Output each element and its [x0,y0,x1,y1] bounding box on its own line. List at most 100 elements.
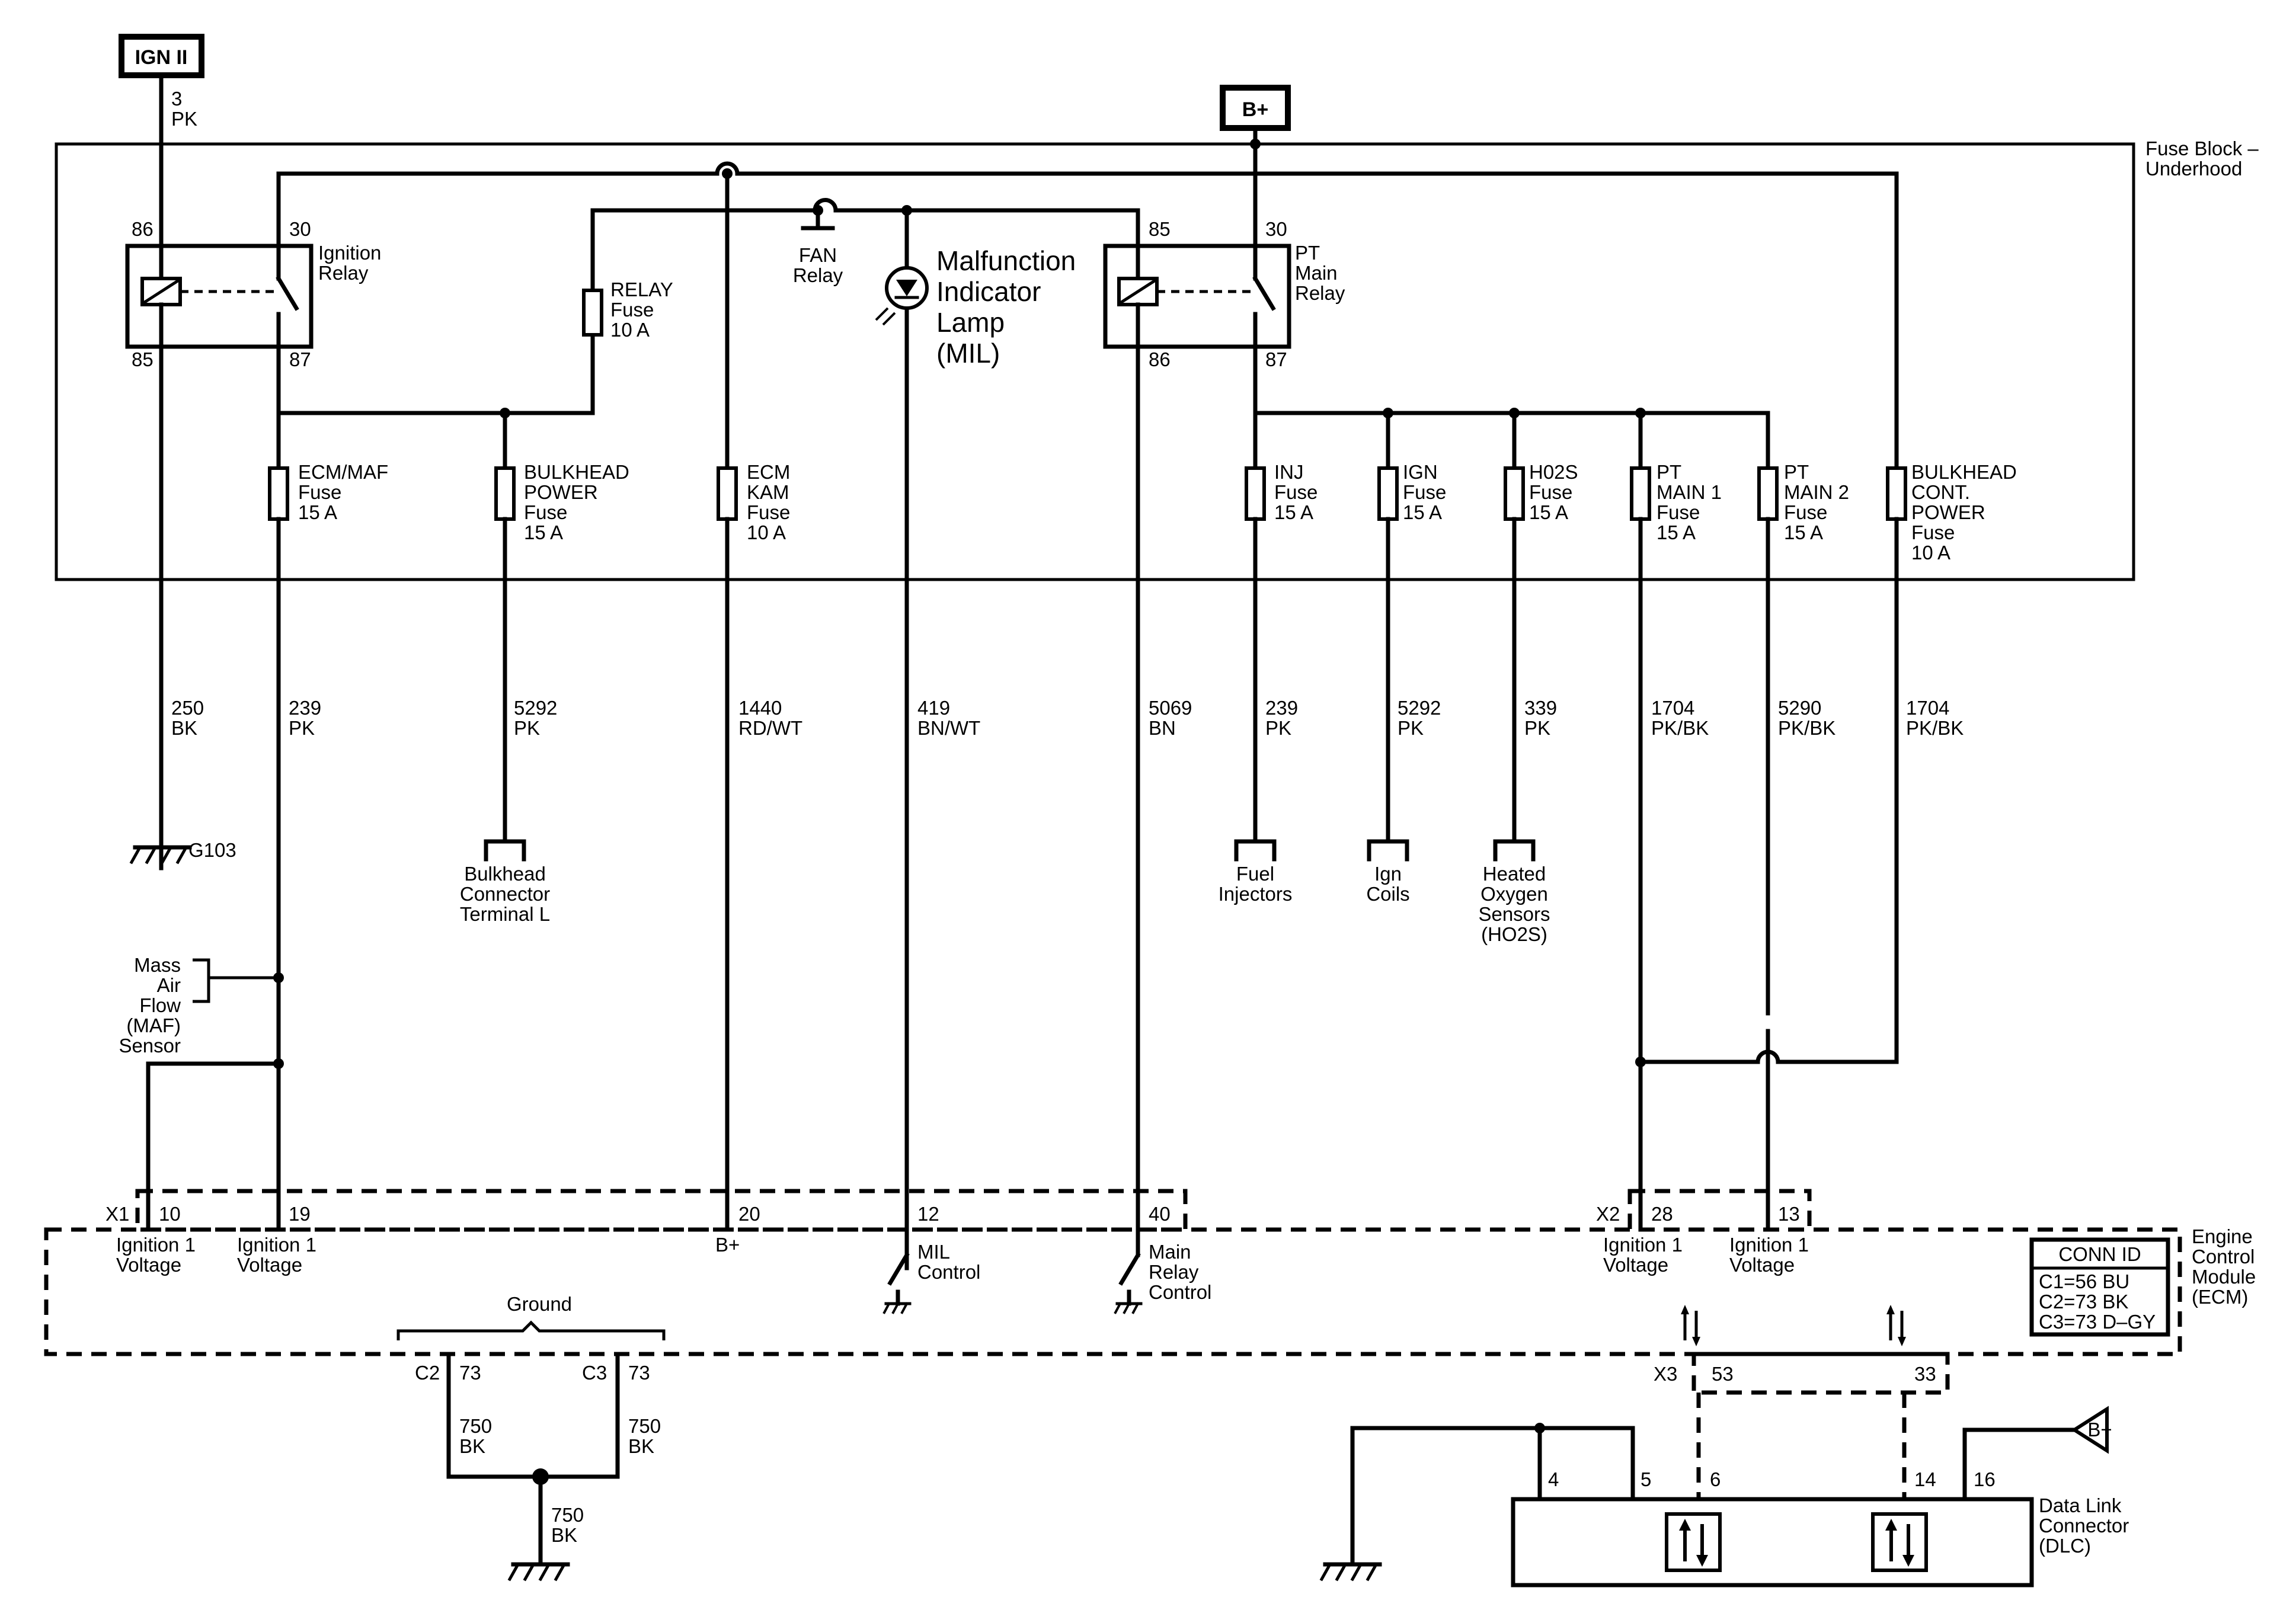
svg-text:BN: BN [1149,717,1176,739]
fuse-block-title-2: Underhood [2145,158,2242,180]
svg-text:Injectors: Injectors [1219,883,1293,905]
top-wire-color: PK [171,108,197,130]
svg-text:1440: 1440 [738,697,782,719]
svg-text:Module: Module [2192,1266,2256,1288]
fuse-pt-main-1: PT MAIN 1 Fuse 15 A [1630,461,1722,543]
svg-text:20: 20 [738,1203,760,1225]
svg-text:239: 239 [289,697,321,719]
svg-text:5292: 5292 [1398,697,1441,719]
conn-id-box: CONN ID C1=56 BU C2=73 BK C3=73 D–GY [2029,1237,2170,1337]
bplus-power-source: B+ [1220,85,1291,131]
svg-text:5290: 5290 [1778,697,1821,719]
svg-text:PK: PK [514,717,540,739]
x3-label: X3 [1654,1363,1677,1385]
pt-main-relay: 85 30 86 87 PT Main Relay [1103,218,1345,370]
fuse-bulkhead-power: BULKHEAD POWER Fuse 15 A [494,461,629,543]
svg-text:28: 28 [1651,1203,1673,1225]
fan-relay-l1: FAN [799,244,837,266]
svg-text:PK/BK: PK/BK [1906,717,1964,739]
pt-relay-pin-85: 85 [1149,218,1171,240]
svg-text:Connector: Connector [2039,1515,2129,1537]
svg-text:13: 13 [1778,1203,1800,1225]
svg-text:ECM/MAF: ECM/MAF [298,461,388,483]
svg-text:10 A: 10 A [747,521,786,543]
fuse-bulkhead-cont-power: BULKHEAD CONT. POWER Fuse 10 A [1886,461,2017,564]
ign2-power-source: IGN II [119,34,204,78]
ecm-module: Engine Control Module (ECM) X1 X2 X3 10 … [44,1189,2256,1395]
ignition-relay-pin-87: 87 [289,348,311,370]
fuse-block-outline [55,142,2135,581]
svg-text:73: 73 [628,1362,650,1384]
svg-text:PK: PK [289,717,315,739]
svg-text:6: 6 [1710,1468,1721,1490]
svg-text:(HO2S): (HO2S) [1481,923,1547,945]
fuse-inj: INJ Fuse 15 A [1245,461,1318,523]
wire-labels: 250 BK 239 PK 5292 PK 1440 RD/WT 419 BN/… [171,697,1964,739]
mil-label-l2: Indicator [936,276,1041,307]
svg-text:MAIN 1: MAIN 1 [1657,481,1722,503]
svg-text:15 A: 15 A [1657,521,1696,543]
svg-text:(DLC): (DLC) [2039,1535,2091,1557]
ignition-relay-pin-85: 85 [132,348,154,370]
svg-text:BK: BK [628,1435,654,1457]
fuse-h02s: H02S Fuse 15 A [1504,461,1578,523]
svg-text:40: 40 [1149,1203,1171,1225]
svg-text:Air: Air [157,974,181,996]
svg-text:BK: BK [551,1524,577,1546]
pt-relay-name-1: PT [1295,242,1320,264]
svg-text:Fuse: Fuse [1403,481,1446,503]
heated-oxygen-sensors: Heated Oxygen Sensors (HO2S) [1478,839,1550,945]
maf-sensor: Mass Air Flow (MAF) Sensor [119,954,210,1057]
splice-dot [273,1058,284,1069]
ign-coils: Ign Coils [1366,839,1410,905]
svg-text:Ignition 1: Ignition 1 [1603,1234,1683,1256]
data-arrows-53 [1681,1305,1700,1346]
svg-text:10: 10 [159,1203,181,1225]
svg-text:PT: PT [1657,461,1681,483]
svg-text:1704: 1704 [1651,697,1694,719]
svg-text:RD/WT: RD/WT [738,717,802,739]
svg-text:16: 16 [1974,1468,1996,1490]
svg-text:PK: PK [1398,717,1424,739]
pt-relay-pin-87: 87 [1265,348,1287,370]
svg-text:ECM: ECM [747,461,790,483]
mil-label-l3: Lamp [936,307,1005,338]
svg-text:BN/WT: BN/WT [917,717,980,739]
svg-text:Flow: Flow [139,994,181,1016]
svg-text:Fuse: Fuse [1784,501,1827,523]
svg-text:Sensor: Sensor [119,1035,181,1057]
ignition-relay-pin-30: 30 [289,218,311,240]
svg-text:Mass: Mass [134,954,181,976]
ecm-ground-wires: C2 73 C3 73 750 BK 750 BK 750 BK [415,1352,661,1582]
svg-text:750: 750 [628,1415,661,1437]
svg-text:Data Link: Data Link [2039,1494,2122,1516]
svg-text:CONT.: CONT. [1911,481,1970,503]
fuse-block-bus-wiring [159,73,1899,1270]
svg-text:BULKHEAD: BULKHEAD [1911,461,2017,483]
fuse-block-title-1: Fuse Block – [2145,137,2259,159]
svg-text:15 A: 15 A [1784,521,1823,543]
svg-text:C3=73 D–GY: C3=73 D–GY [2039,1311,2156,1333]
svg-text:33: 33 [1914,1363,1936,1385]
svg-text:4: 4 [1548,1468,1559,1490]
splice-dot [1383,408,1393,418]
splice-dot [1509,408,1520,418]
ignition-relay-name-2: Relay [318,262,369,284]
relay-fuse-l2: Fuse [610,299,654,321]
svg-text:15 A: 15 A [1529,501,1568,523]
splice-dot [901,205,912,216]
svg-text:Oxygen: Oxygen [1480,883,1548,905]
svg-text:C3: C3 [582,1362,607,1384]
svg-text:Ignition 1: Ignition 1 [1729,1234,1809,1256]
svg-text:Voltage: Voltage [237,1254,302,1276]
svg-text:339: 339 [1524,697,1557,719]
svg-text:KAM: KAM [747,481,789,503]
svg-text:IGN: IGN [1403,461,1438,483]
ignition-relay-name-1: Ignition [318,242,381,264]
svg-text:Control: Control [1149,1281,1211,1303]
svg-text:750: 750 [459,1415,492,1437]
svg-text:Fuse: Fuse [1274,481,1318,503]
svg-text:POWER: POWER [1911,501,1985,523]
svg-text:Fuse: Fuse [1529,481,1572,503]
